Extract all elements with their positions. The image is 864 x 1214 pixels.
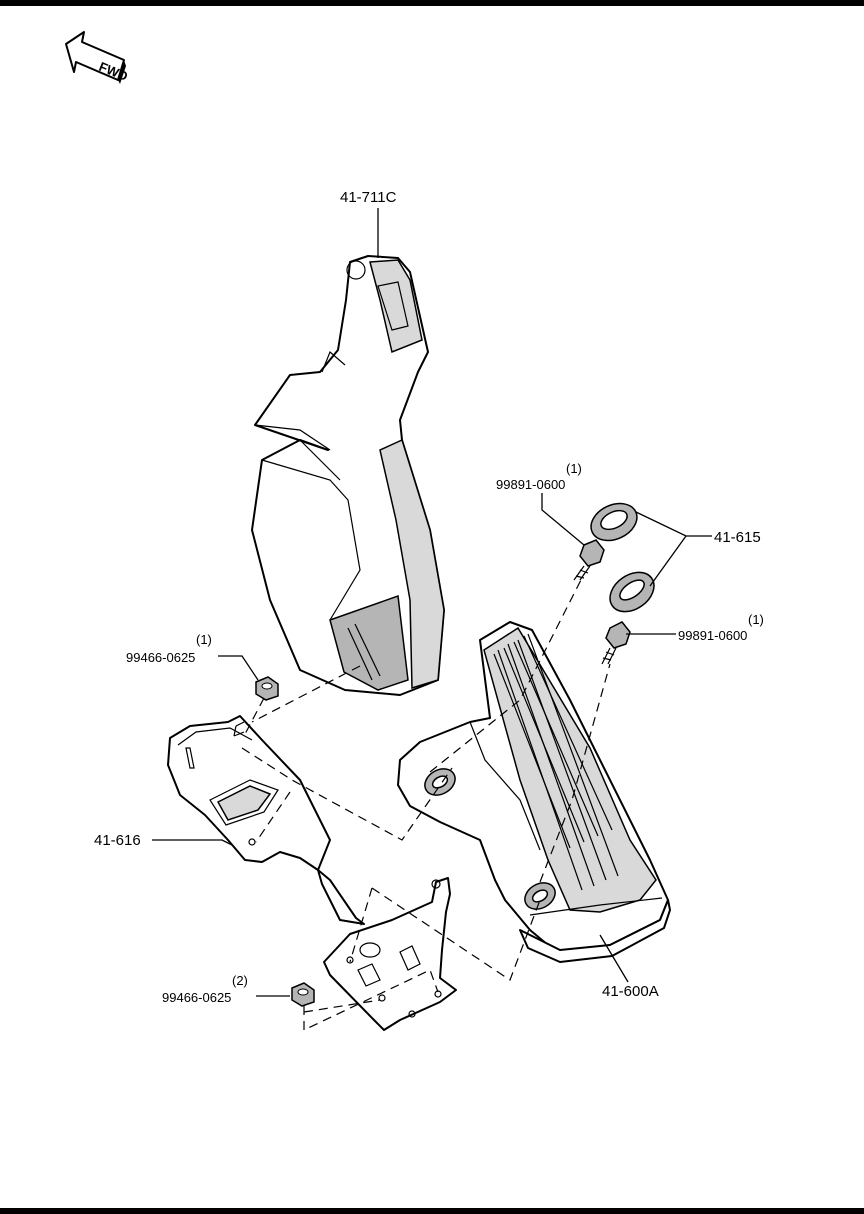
bolt-upper-qty: (1) (566, 461, 582, 476)
pedal-cover-part (251, 255, 445, 696)
fwd-label: FWD (97, 59, 130, 84)
leader-lines (152, 208, 712, 997)
nut-upper-part (233, 676, 279, 737)
accelerator-pedal-part (397, 621, 671, 963)
bracket-part-number: 41-616 (94, 832, 141, 849)
nut-lower-part-number: 99466-0625 (162, 990, 231, 1005)
bolt-lower-part (601, 621, 631, 665)
top-border-rule (0, 0, 864, 6)
pedal-cover-part-number: 41-711C (340, 189, 397, 206)
fwd-arrow-icon: FWD (65, 31, 130, 84)
grommet-part-number: 41-615 (714, 529, 761, 546)
grommet-lower-part (609, 571, 655, 613)
assembly-lines (241, 573, 611, 1031)
grommet-upper-part (590, 502, 638, 542)
nut-upper-part-number: 99466-0625 (126, 650, 195, 665)
bracket-part (167, 715, 457, 1031)
pedal-assembly-part-number: 41-600A (602, 983, 659, 1000)
nut-lower-qty: (2) (232, 973, 248, 988)
nut-upper-qty: (1) (196, 632, 212, 647)
nut-lower-part (291, 982, 315, 1007)
bolt-lower-part-number: 99891-0600 (678, 628, 747, 643)
bolt-upper-part (573, 539, 605, 581)
bolt-lower-qty: (1) (748, 612, 764, 627)
bottom-border-rule (0, 1208, 864, 1214)
bolt-upper-part-number: 99891-0600 (496, 477, 565, 492)
